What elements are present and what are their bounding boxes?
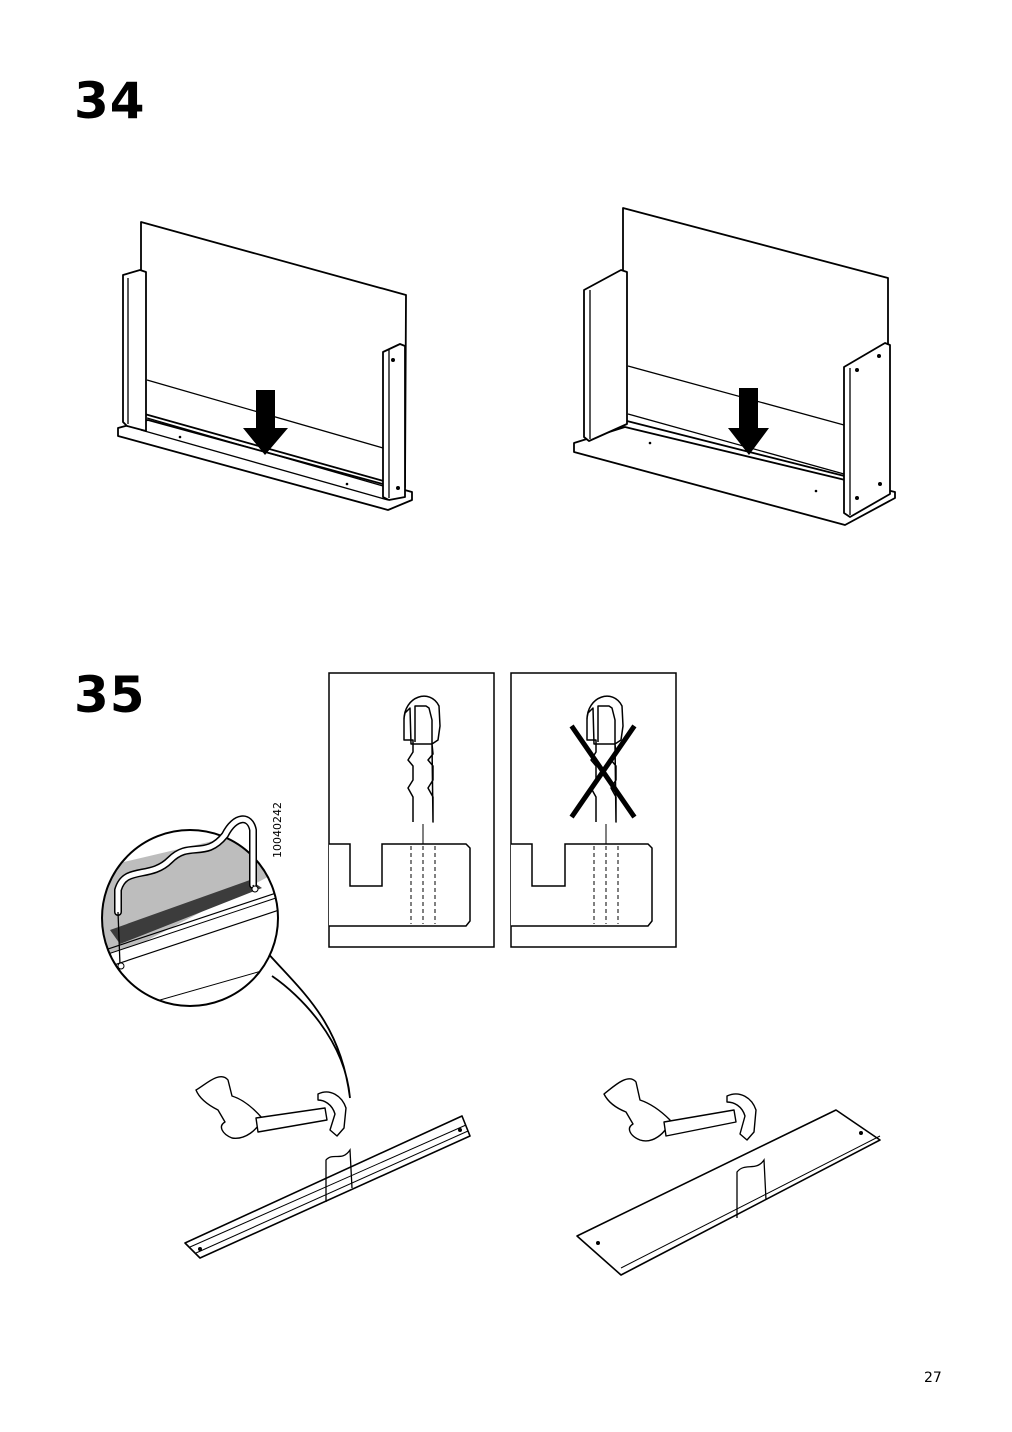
drawer-assembly-right-illustration <box>573 207 896 526</box>
page-number: 27 <box>924 1370 942 1386</box>
step-number-35: 35 <box>74 666 146 724</box>
incorrect-insertion-detail <box>510 672 677 948</box>
correct-insertion-detail <box>328 672 495 948</box>
hammer-board-left-illustration <box>184 1075 471 1259</box>
step-number-34: 34 <box>74 72 146 130</box>
part-number-label: 10040242 <box>271 802 284 858</box>
push-down-arrow-icon <box>243 390 288 455</box>
push-down-arrow-icon <box>728 388 769 455</box>
incorrect-cross-icon <box>569 724 637 819</box>
drawer-assembly-left-illustration <box>117 221 413 511</box>
magnified-clip-detail: 10040242 <box>101 802 351 1099</box>
hammer-board-right-illustration <box>576 1078 881 1276</box>
